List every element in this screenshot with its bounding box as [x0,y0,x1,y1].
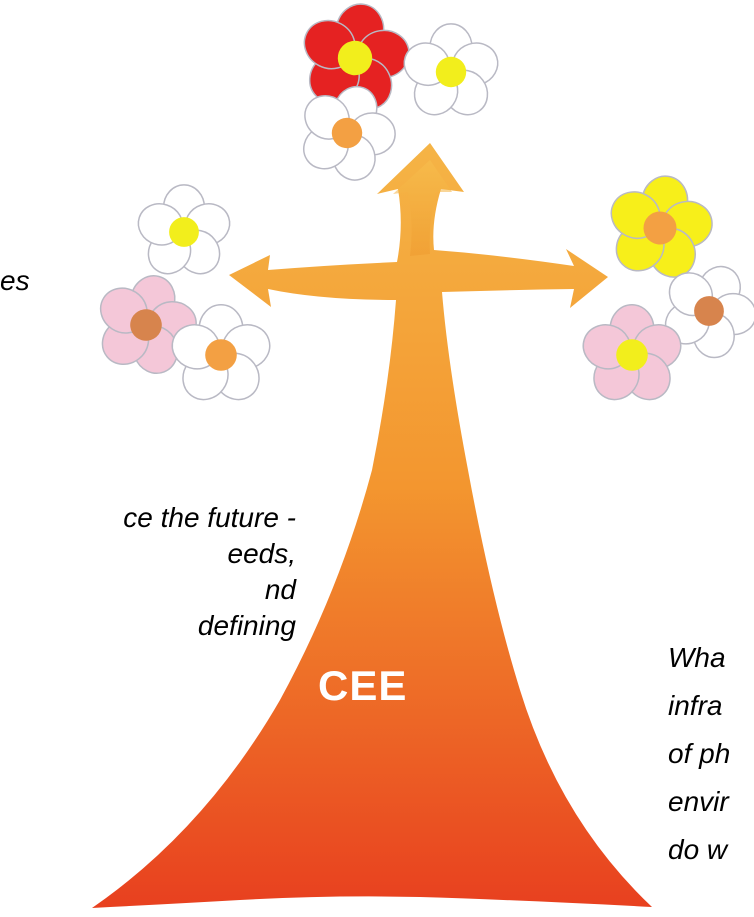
flower-left-white-top [137,184,231,275]
side-text-top-left: es [0,265,30,296]
flower-left-pink [99,275,197,374]
flower-top-white-center [303,85,396,181]
flower-center [616,339,648,371]
flower-right-pink [582,304,682,401]
trunk-label: CEE [318,662,408,709]
flower-right-yellow [610,175,713,278]
flower-cluster [99,3,754,401]
side-text-right: Wha infra of ph envir do w [668,642,731,865]
flower-center [694,296,724,326]
flower-center [337,40,373,76]
flower-top-white-right [403,23,499,116]
flower-center [435,56,467,88]
flower-center [169,217,199,247]
flower-left-white-bottom [171,304,271,401]
flower-center [130,309,162,341]
flower-right-white [664,265,754,359]
flower-center [205,339,237,371]
branch-highlight [393,160,452,256]
tree-trunk [92,143,652,908]
flower-center [643,211,677,245]
flower-center [331,117,363,149]
side-text-mid-left: ce the future - eeds, nd defining [123,502,296,641]
